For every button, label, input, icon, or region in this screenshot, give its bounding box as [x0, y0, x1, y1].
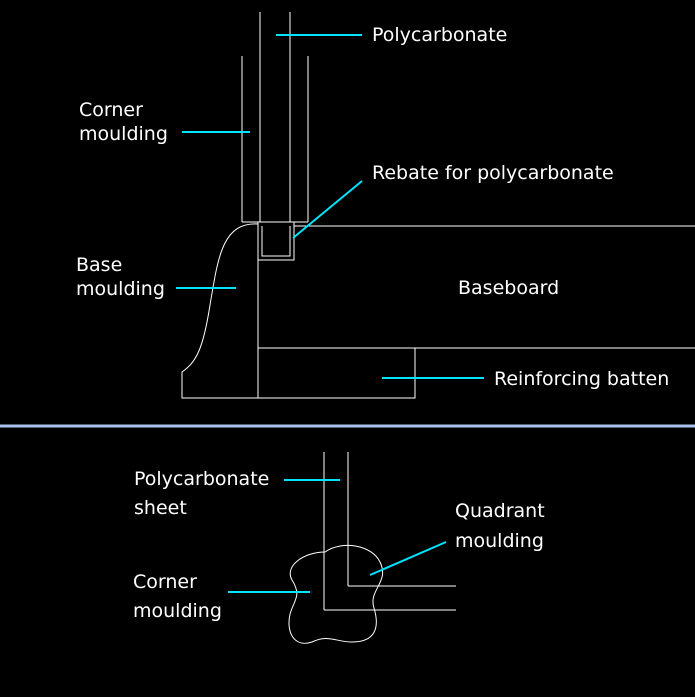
label-reinforcing-batten: Reinforcing batten	[494, 368, 669, 390]
label-base-moulding-line1: Base	[76, 254, 122, 276]
bottom-leaders	[228, 479, 447, 593]
rebate-outer	[257, 222, 295, 261]
top-leaders	[176, 34, 484, 379]
label-corner-moulding-line1: Corner	[79, 99, 143, 121]
label-corner-moulding-line2: moulding	[79, 123, 168, 145]
label-polycarbonate-sheet-line2: sheet	[134, 497, 187, 519]
bottom-section-drawing	[288, 452, 456, 644]
label-baseboard: Baseboard	[458, 277, 559, 299]
top-section-drawing	[181, 12, 695, 399]
label-polycarbonate-sheet-line1: Polycarbonate	[134, 468, 269, 490]
base-moulding-profile	[181, 223, 259, 399]
label-rebate: Rebate for polycarbonate	[372, 162, 614, 184]
label-quadrant-moulding-line1: Quadrant	[455, 500, 545, 522]
label-quadrant-moulding-line2: moulding	[455, 530, 544, 552]
bottom-labels: Polycarbonate sheet Quadrant moulding Co…	[133, 468, 545, 622]
top-labels: Polycarbonate Corner moulding Rebate for…	[76, 24, 669, 390]
rebate-inner	[261, 226, 291, 257]
label-base-moulding-line2: moulding	[76, 278, 165, 300]
label-corner-moulding-plan-line1: Corner	[133, 571, 197, 593]
label-corner-moulding-plan-line2: moulding	[133, 600, 222, 622]
corner-moulding-outline	[288, 544, 384, 644]
leader-rebate	[292, 180, 363, 239]
leader-quadrant-moulding	[369, 541, 447, 576]
label-polycarbonate: Polycarbonate	[372, 24, 507, 46]
reinforcing-batten	[258, 348, 416, 399]
